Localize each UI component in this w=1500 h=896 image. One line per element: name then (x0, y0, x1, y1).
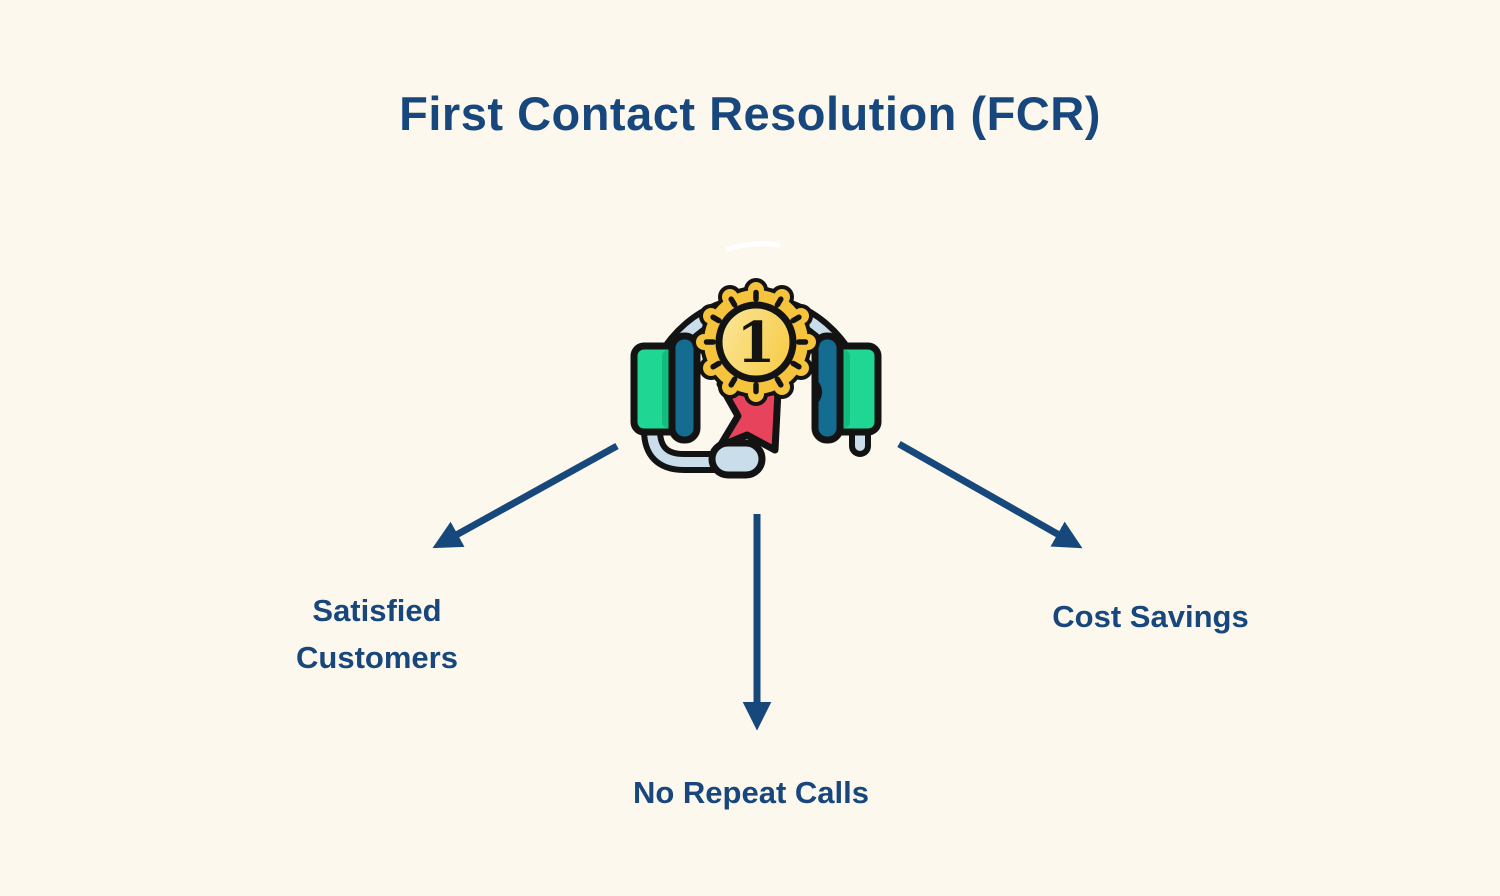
benefit-satisfied-customers: Satisfied Customers (296, 593, 458, 675)
headset-medal-icon: 1 (626, 234, 886, 482)
headband-highlight (725, 241, 781, 252)
medal-number: 1 (737, 310, 776, 376)
arrow-to-satisfied-customers (432, 442, 619, 549)
right-earcup (811, 332, 882, 444)
headset-medal-svg: 1 (630, 241, 882, 479)
first-place-medal: 1 (692, 278, 820, 406)
page-title: First Contact Resolution (FCR) (399, 87, 1101, 140)
microphone (708, 439, 766, 479)
benefit-cost-savings: Cost Savings (1052, 599, 1249, 634)
medal-ticks (703, 289, 809, 395)
arrow-to-cost-savings (897, 440, 1083, 549)
left-earcup (630, 332, 701, 444)
benefit-no-repeat-calls: No Repeat Calls (632, 775, 869, 810)
